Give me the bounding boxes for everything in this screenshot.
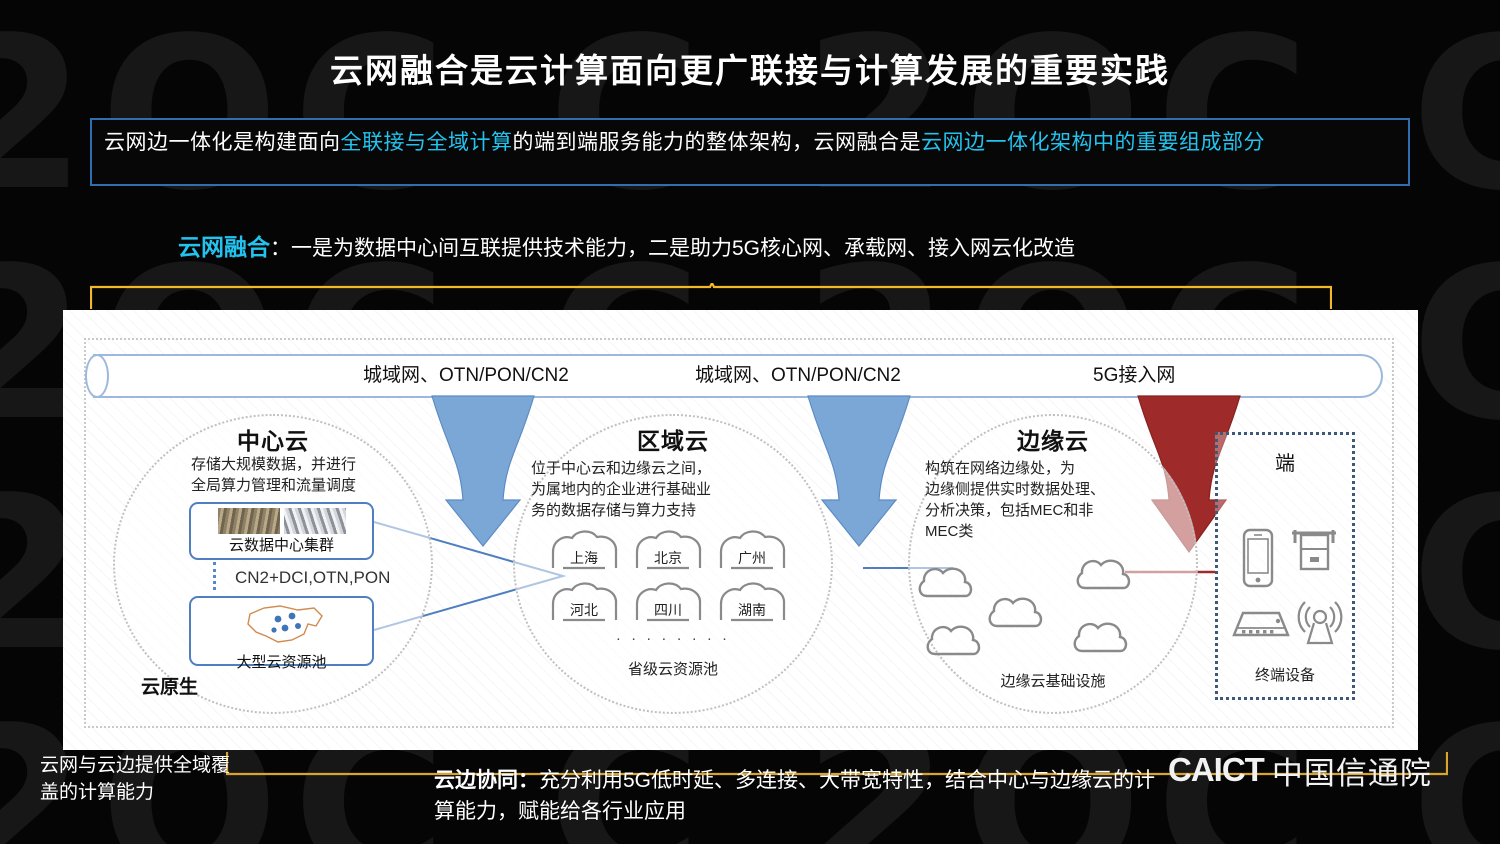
left-summary-note: 云网与云边提供全域覆盖的计算能力 bbox=[40, 755, 231, 803]
datacenter-pool-dotted-link bbox=[213, 562, 216, 590]
top-scope-bracket bbox=[90, 283, 1332, 309]
architecture-diagram-panel: 城域网、OTN/PON/CN2 城域网、OTN/PON/CN2 5G接入网 中心… bbox=[63, 310, 1418, 750]
central-cloud-desc-line-1: 存储大规模数据，并进行 bbox=[190, 456, 356, 473]
regional-cloud-footer: 省级云资源池 bbox=[627, 661, 718, 678]
edge-cloud-icon-group bbox=[918, 559, 1131, 656]
edge-cloud-circle bbox=[908, 414, 1198, 714]
regional-cloud-desc-line-2: 为属地内的企业进行基础业 bbox=[531, 481, 712, 498]
datacenter-photo-2 bbox=[283, 508, 346, 534]
cloud-network-convergence-keyword: 云网融合 bbox=[178, 234, 270, 260]
caict-logo: CAICT 中国信通院 bbox=[1168, 750, 1432, 791]
subtitle-seg-1: 云网边一体化是构建面向 bbox=[104, 131, 341, 154]
central-cloud-desc-line-2: 全局算力管理和流量调度 bbox=[190, 477, 356, 494]
cloud-edge-collaboration-note: 云边协同：充分利用5G低时延、多连接、大带宽特性，结合中心与边缘云的计算能力，赋… bbox=[434, 765, 1174, 827]
subtitle-seg-3: 中的重要组成部分 bbox=[1093, 131, 1265, 154]
regional-cloud-description: 位于中心云和边缘云之间， 为属地内的企业进行基础业 务的数据存储与算力支持 bbox=[531, 458, 821, 521]
terminal-title: 端 bbox=[1275, 453, 1295, 475]
province-cloud-label-3: 河北 bbox=[570, 602, 598, 618]
edge-cloud-desc-line-4: MEC类 bbox=[925, 523, 974, 540]
province-cloud-1: 北京 bbox=[629, 528, 707, 572]
edge-cloud-footer: 边缘云基础设施 bbox=[1000, 673, 1106, 690]
central-cloud-description: 存储大规模数据，并进行 全局算力管理和流量调度 bbox=[121, 454, 426, 496]
province-cloud-label-1: 北京 bbox=[654, 550, 682, 566]
cloud-datacenter-cluster-box[interactable]: 云数据中心集群 bbox=[189, 502, 374, 560]
pipe-label-1: 城域网、OTN/PON/CN2 bbox=[695, 365, 901, 386]
regional-cloud-circle bbox=[513, 414, 833, 714]
province-cloud-0: 上海 bbox=[545, 528, 623, 572]
arrow-regional-to-edge bbox=[807, 395, 911, 547]
province-cloud-3: 河北 bbox=[545, 580, 623, 624]
province-cloud-label-2: 广州 bbox=[738, 550, 766, 566]
large-cloud-resource-pool-caption: 大型云资源池 bbox=[236, 654, 327, 671]
smartphone-icon bbox=[1242, 528, 1274, 588]
terminal-devices-box: 端 bbox=[1215, 432, 1355, 700]
caict-logo-mark: CAICT bbox=[1168, 751, 1265, 788]
diagram-inner-border bbox=[84, 338, 1394, 728]
edge-cloud-desc-line-3: 分析决策，包括MEC和非 bbox=[925, 502, 1094, 519]
bottom-scope-bracket bbox=[226, 752, 1448, 778]
province-cloud-5: 湖南 bbox=[713, 580, 791, 624]
province-cloud-label-4: 四川 bbox=[654, 602, 682, 618]
transport-network-pipe bbox=[93, 354, 1383, 398]
pipe-label-0: 城域网、OTN/PON/CN2 bbox=[363, 365, 569, 386]
edge-cloud-title: 边缘云 bbox=[1017, 428, 1089, 454]
subtitle-highlight-1: 全联接与全域计算 bbox=[340, 131, 513, 154]
antenna-icon bbox=[1297, 601, 1343, 645]
province-cloud-label-5: 湖南 bbox=[738, 602, 766, 618]
terminal-footer: 终端设备 bbox=[1254, 667, 1315, 684]
cloud-datacenter-cluster-caption: 云数据中心集群 bbox=[228, 537, 334, 554]
province-cloud-2: 广州 bbox=[713, 528, 791, 572]
regional-cloud-desc-line-3: 务的数据存储与算力支持 bbox=[531, 502, 697, 519]
cn2-link-label: CN2+DCI,OTN,PON bbox=[235, 568, 391, 587]
large-cloud-resource-pool-box[interactable]: 大型云资源池 bbox=[189, 596, 374, 671]
kiosk-icon bbox=[1292, 530, 1336, 571]
cloud-native-label: 云原生 bbox=[141, 677, 199, 698]
cloud-network-convergence-line: 云网融合：一是为数据中心间互联提供技术能力，二是助力5G核心网、承载网、接入网云… bbox=[178, 230, 1378, 264]
china-map-icon bbox=[246, 605, 323, 643]
cloud-network-convergence-text: ：一是为数据中心间互联提供技术能力，二是助力5G核心网、承载网、接入网云化改造 bbox=[270, 237, 1076, 260]
regional-cloud-ellipsis: · · · · · · · · bbox=[615, 630, 731, 647]
province-cloud-4: 四川 bbox=[629, 580, 707, 624]
edge-cloud-desc-line-2: 边缘侧提供实时数据处理、 bbox=[925, 481, 1106, 498]
regional-cloud-title: 区域云 bbox=[637, 428, 709, 454]
province-cloud-label-0: 上海 bbox=[570, 550, 598, 566]
cloud-edge-collaboration-text: 充分利用5G低时延、多连接、大带宽特性，结合中心与边缘云的计算能力，赋能给各行业… bbox=[434, 769, 1156, 823]
router-icon bbox=[1232, 611, 1290, 637]
central-cloud-title: 中心云 bbox=[237, 428, 309, 454]
subtitle-text: 云网边一体化是构建面向全联接与全域计算的端到端服务能力的整体架构，云网融合是云网… bbox=[104, 128, 1396, 158]
datacenter-photo-1 bbox=[217, 508, 280, 534]
subtitle-callout-box: 云网边一体化是构建面向全联接与全域计算的端到端服务能力的整体架构，云网融合是云网… bbox=[90, 118, 1410, 186]
pipe-left-cap bbox=[85, 354, 109, 398]
page-title: 云网融合是云计算面向更广联接与计算发展的重要实践 bbox=[330, 52, 1170, 89]
arrow-central-to-regional bbox=[431, 395, 535, 547]
watermark-line: 2OC C 2OC C 2OC bbox=[0, 0, 1500, 230]
edge-cloud-desc-line-1: 构筑在网络边缘处，为 bbox=[925, 460, 1076, 477]
regional-cloud-desc-line-1: 位于中心云和边缘云之间， bbox=[531, 460, 712, 477]
cloud-edge-collaboration-keyword: 云边协同： bbox=[434, 769, 539, 792]
pipe-label-2: 5G接入网 bbox=[1093, 365, 1176, 386]
subtitle-seg-2: 的端到端服务能力的整体架构，云网融合是 bbox=[512, 131, 921, 154]
caict-logo-name: 中国信通院 bbox=[1271, 755, 1432, 791]
subtitle-highlight-2: 云网边一体化架构 bbox=[921, 131, 1093, 154]
edge-cloud-description: 构筑在网络边缘处，为 边缘侧提供实时数据处理、 分析决策，包括MEC和非 MEC… bbox=[925, 458, 1185, 542]
